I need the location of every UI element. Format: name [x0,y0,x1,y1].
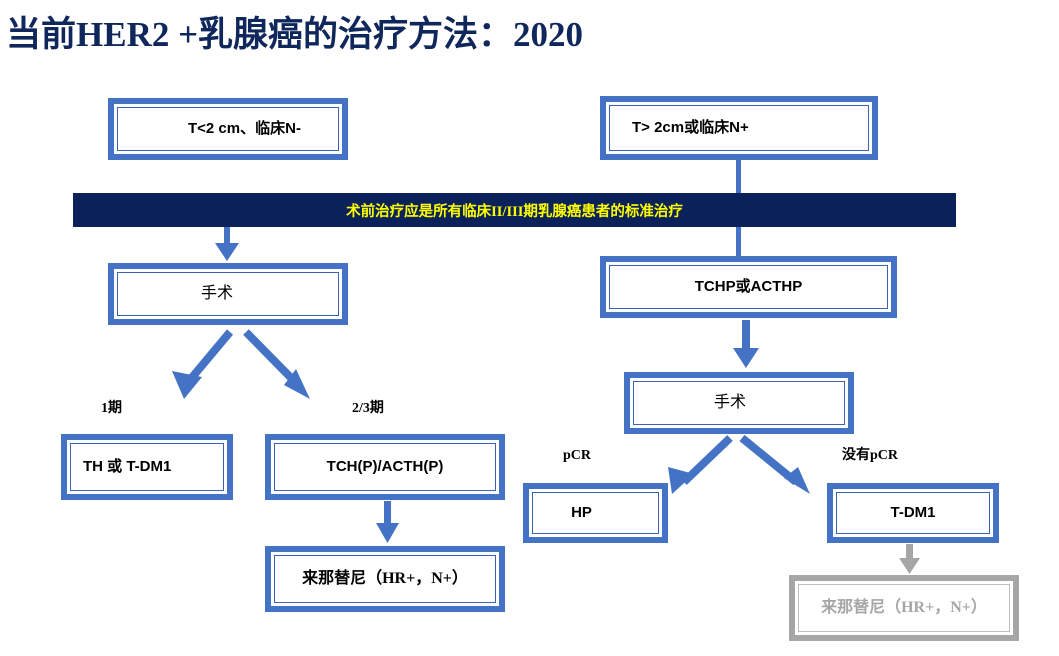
label-pcr: pCR [563,448,592,463]
box-stage23-regimen[interactable]: TCH(P)/ACTH(P) [265,434,505,500]
box-right-neratinib-inactive-inner: 来那替尼（HR+，N+） [798,584,1010,632]
box-left-entry-label: T<2 cm、临床N- [188,120,301,137]
box-right-regimen[interactable]: TCHP或ACTHP [600,256,897,318]
box-right-entry[interactable]: T> 2cm或临床N+ [600,96,878,160]
connector-banner-to-regimen [736,226,741,258]
connector-right-entry-to-banner [736,160,741,193]
box-left-surgery[interactable]: 手术 [108,263,348,325]
box-right-regimen-inner: TCHP或ACTHP [609,265,888,309]
box-pcr-hp-inner: HP [532,492,659,534]
box-nopcr-tdm1[interactable]: T-DM1 [827,483,999,543]
box-right-neratinib-inactive[interactable]: 来那替尼（HR+，N+） [789,575,1019,641]
box-nopcr-tdm1-label: T-DM1 [890,504,936,521]
arrow-banner-to-left-surgery [215,227,239,261]
label-stage-1: 1期 [101,401,122,416]
box-left-surgery-inner: 手术 [117,272,339,316]
box-pcr-hp[interactable]: HP [523,483,668,543]
arrow-left-surgery-branch-stage1 [172,329,234,399]
box-left-entry[interactable]: T<2 cm、临床N- [108,98,348,160]
box-left-neratinib-label: 来那替尼（HR+，N+） [302,570,468,588]
box-right-neratinib-inactive-label: 来那替尼（HR+，N+） [821,599,987,617]
label-stage-2-3: 2/3期 [352,401,384,416]
box-right-regimen-label: TCHP或ACTHP [694,278,803,295]
arrow-stage23-to-neratinib [376,501,399,543]
label-no-pcr: 没有pCR [842,448,899,463]
box-stage1-regimen[interactable]: TH 或 T-DM1 [61,434,233,500]
arrow-left-surgery-branch-stage23 [243,329,310,399]
box-left-neratinib-inner: 来那替尼（HR+，N+） [274,555,496,603]
box-left-entry-inner: T<2 cm、临床N- [117,107,339,151]
banner-text: 术前治疗应是所有临床II/III期乳腺癌患者的标准治疗 [346,203,683,220]
page-title: 当前HER2 +乳腺癌的治疗方法：2020 [6,15,584,54]
box-stage1-regimen-inner: TH 或 T-DM1 [70,443,224,491]
box-stage1-regimen-label: TH 或 T-DM1 [83,458,172,475]
box-left-neratinib[interactable]: 来那替尼（HR+，N+） [265,546,505,612]
box-stage23-regimen-inner: TCH(P)/ACTH(P) [274,443,496,491]
box-stage23-regimen-label: TCH(P)/ACTH(P) [326,458,444,475]
banner-standard-of-care: 术前治疗应是所有临床II/III期乳腺癌患者的标准治疗 [73,193,956,227]
box-pcr-hp-label: HP [571,504,592,521]
box-right-entry-label: T> 2cm或临床N+ [632,119,749,136]
arrow-right-regimen-to-surgery [733,320,759,368]
box-right-entry-inner: T> 2cm或临床N+ [609,105,869,151]
box-nopcr-tdm1-inner: T-DM1 [836,492,990,534]
box-right-surgery-label: 手术 [713,394,746,412]
arrow-tdm1-to-neratinib-inactive [899,544,920,574]
box-right-surgery[interactable]: 手术 [624,372,854,434]
box-right-surgery-inner: 手术 [633,381,845,425]
box-left-surgery-label: 手术 [200,285,233,303]
